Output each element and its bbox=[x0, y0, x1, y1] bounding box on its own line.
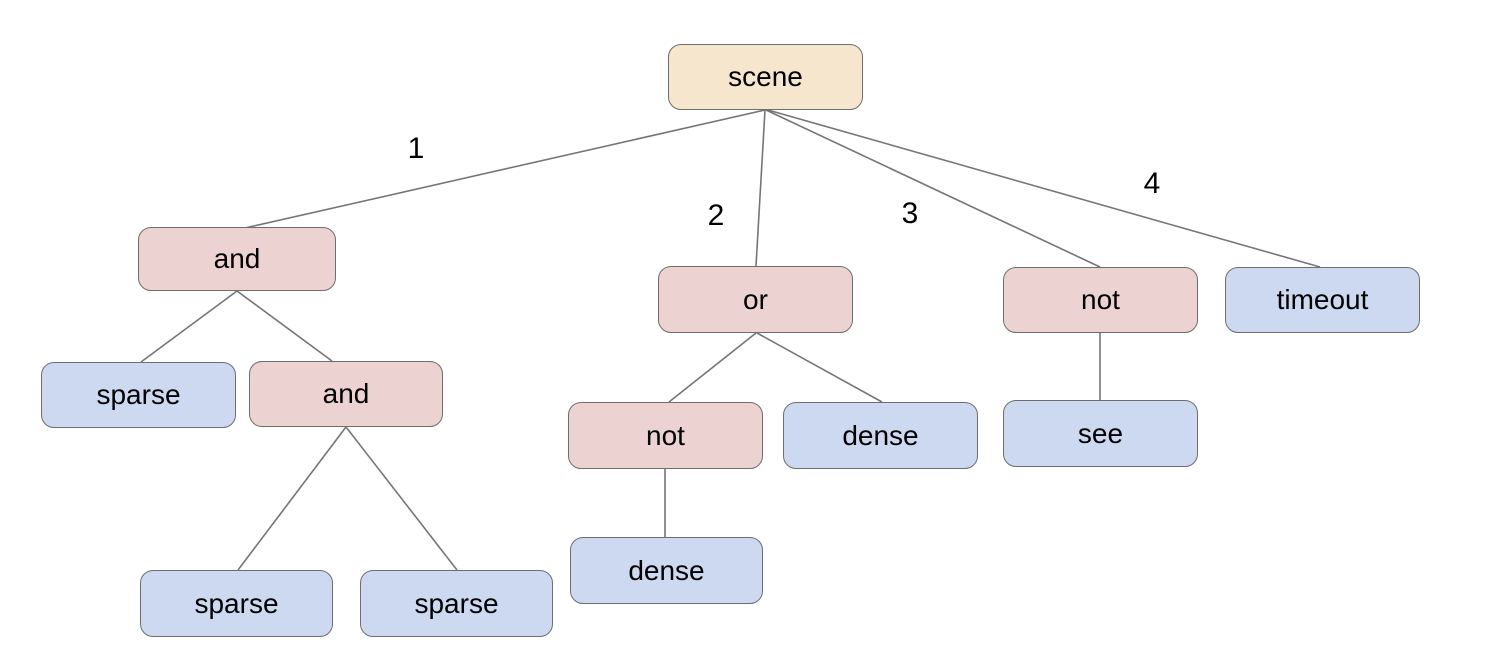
edge-scene-and bbox=[244, 109, 766, 229]
node-sparse-2: sparse bbox=[140, 570, 333, 637]
node-see: see bbox=[1003, 400, 1198, 467]
node-not-2: not bbox=[568, 402, 763, 469]
node-and-1-label: and bbox=[213, 243, 261, 274]
edge-or-not bbox=[668, 332, 757, 403]
node-timeout-label: timeout bbox=[1276, 284, 1369, 315]
node-see-label: see bbox=[1077, 417, 1124, 449]
node-dense-2-label: dense bbox=[628, 554, 705, 586]
edge-scene-not bbox=[765, 109, 1101, 268]
edge-label-2: 2 bbox=[707, 199, 725, 232]
edge-and-sparse bbox=[140, 290, 238, 363]
edge-scene-timeout bbox=[767, 109, 1321, 268]
node-scene-label: scene bbox=[728, 61, 803, 92]
node-timeout: timeout bbox=[1225, 267, 1420, 333]
edge-or-dense bbox=[756, 332, 883, 403]
edge-label-3: 3 bbox=[901, 197, 919, 230]
edge-and2-sparse2 bbox=[237, 426, 347, 571]
node-and-2: and bbox=[249, 361, 443, 427]
node-sparse-2-label: sparse bbox=[194, 587, 279, 619]
edge-and-and bbox=[236, 290, 333, 362]
edge-label-1: 1 bbox=[407, 132, 425, 165]
node-sparse-3: sparse bbox=[360, 570, 553, 637]
node-or-1-label: or bbox=[743, 283, 768, 315]
node-sparse-3-label: sparse bbox=[414, 587, 499, 619]
node-not-2-label: not bbox=[646, 419, 685, 451]
edge-scene-or bbox=[755, 109, 766, 267]
node-and-1: and bbox=[138, 227, 336, 291]
node-sparse-1-label: sparse bbox=[96, 379, 181, 410]
edge-and2-sparse3 bbox=[345, 426, 458, 571]
node-dense-2: dense bbox=[570, 537, 763, 604]
node-scene: scene bbox=[668, 44, 863, 110]
node-and-2-label: and bbox=[322, 378, 370, 409]
node-dense-1: dense bbox=[783, 402, 978, 469]
node-sparse-1: sparse bbox=[41, 362, 236, 428]
node-not-1-label: not bbox=[1081, 284, 1120, 315]
node-not-1: not bbox=[1003, 267, 1198, 333]
edge-label-4: 4 bbox=[1143, 167, 1161, 200]
node-or-1: or bbox=[658, 266, 853, 333]
node-dense-1-label: dense bbox=[842, 419, 919, 451]
